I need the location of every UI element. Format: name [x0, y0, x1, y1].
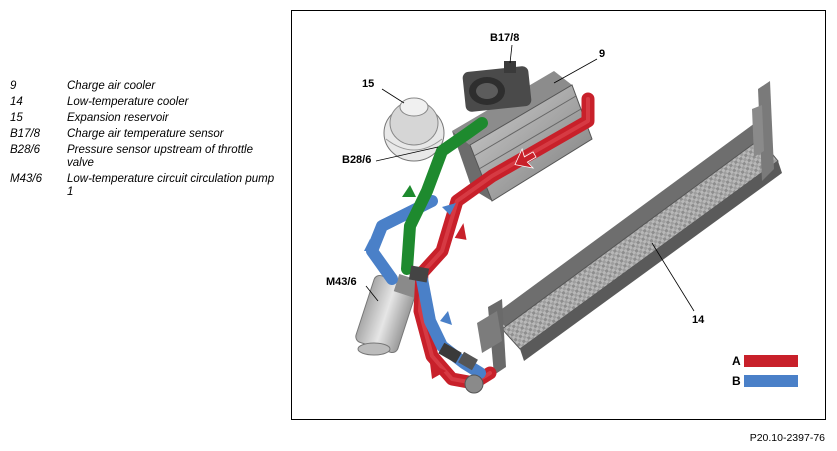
- legend-code: B17/8: [10, 128, 41, 140]
- cooling-circuit-diagram: B17/8 9 15 B28/6 M43/6 14 A B: [326, 32, 798, 394]
- callout-b17-8: B17/8: [490, 32, 519, 44]
- key-swatch-a: [744, 355, 798, 367]
- key-label-a: A: [732, 354, 741, 368]
- pipe-circuit-green: [401, 117, 488, 275]
- leader-15: [381, 88, 405, 104]
- callout-b28-6: B28/6: [342, 154, 371, 166]
- legend-code: 15: [10, 112, 23, 124]
- leader-b17-8: [509, 44, 513, 64]
- legend-item: B17/8 Charge air temperature sensor: [10, 128, 280, 141]
- key-label-b: B: [732, 374, 741, 388]
- legend-list: 9 Charge air cooler 14 Low-temperature c…: [10, 80, 280, 202]
- leader-b28-6: [375, 146, 439, 162]
- legend-code: B28/6: [10, 144, 41, 156]
- legend-code: 14: [10, 96, 23, 108]
- expansion-reservoir: [383, 97, 445, 162]
- leader-lines: [365, 44, 695, 312]
- figure-reference: P20.10-2397-76: [749, 432, 825, 444]
- legend-text: Charge air temperature sensor: [67, 128, 224, 140]
- callout-14: 14: [692, 314, 705, 326]
- key-swatch-b: [744, 375, 798, 387]
- callout-15: 15: [362, 78, 374, 90]
- legend-item: B28/6 Pressure sensor upstream of thrott…: [10, 144, 280, 170]
- low-temperature-cooler: [477, 81, 782, 375]
- legend-item: 14 Low-temperature cooler: [10, 96, 280, 109]
- legend-code: M43/6: [10, 173, 42, 185]
- legend-code: 9: [10, 80, 17, 92]
- legend-text: Pressure sensor upstream of throttle val…: [67, 144, 253, 169]
- callout-9: 9: [599, 48, 605, 60]
- flow-arrows: [364, 147, 537, 379]
- legend-text: Low-temperature circuit circulation pump…: [67, 173, 275, 198]
- circulation-pump: [355, 274, 421, 356]
- legend-text: Low-temperature cooler: [67, 96, 189, 108]
- leader-14: [651, 242, 695, 312]
- hose-couplings: [408, 265, 484, 394]
- leader-9: [553, 58, 598, 84]
- legend-item: M43/6 Low-temperature circuit circulatio…: [10, 173, 280, 199]
- legend-text: Expansion reservoir: [67, 112, 169, 124]
- legend-item: 15 Expansion reservoir: [10, 112, 280, 125]
- legend-text: Charge air cooler: [67, 80, 156, 92]
- leader-m43-6: [365, 285, 379, 302]
- cooling-circuit-figure: B17/8 9 15 B28/6 M43/6 14 A B: [291, 10, 826, 420]
- callout-m43-6: M43/6: [326, 276, 357, 288]
- colour-key: A B: [732, 354, 798, 388]
- legend-item: 9 Charge air cooler: [10, 80, 280, 93]
